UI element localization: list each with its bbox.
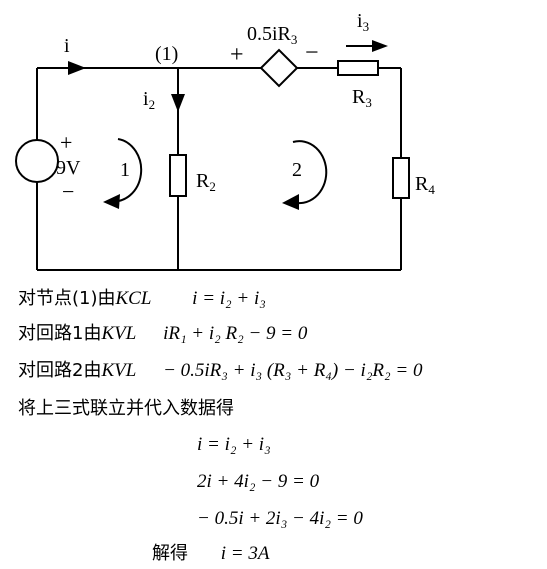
- system-eq-3-text: − 0.5i + 2i₃ − 4i₂ = 0: [197, 508, 363, 529]
- resistor-r3: [337, 60, 379, 76]
- label-node-1: (1): [155, 43, 178, 65]
- eq-line1-formula: i = i₂ + i₃: [192, 288, 266, 309]
- system-eq-1: i = i₂ + i₃: [197, 434, 271, 456]
- eq-line3-formula: − 0.5iR₃ + i₃ (R₃ + R₄) − i₂R₂ = 0: [163, 360, 423, 381]
- resistor-r4: [392, 157, 410, 199]
- label-r3: R3: [352, 86, 372, 110]
- equation-kvl-loop2: 对回路2由KVL − 0.5iR₃ + i₃ (R₃ + R₄) − i₂R₂ …: [18, 360, 422, 382]
- system-eq-2-text: 2i + 4i₂ − 9 = 0: [197, 471, 320, 492]
- dep-source-plus: +: [230, 42, 244, 68]
- solution-prefix: 解得: [152, 543, 188, 564]
- dep-source-label: 0.5iR3: [247, 23, 297, 47]
- eq-line3-law: KVL: [101, 360, 137, 381]
- eq-line1-prefix: 对节点(1)由: [18, 288, 116, 309]
- loop-2-arrow: [282, 140, 328, 210]
- equation-combine-text: 将上三式联立并代入数据得: [18, 398, 234, 420]
- current-i3-arrow: [346, 40, 388, 52]
- eq-line2-formula: iR₁ + i₂ R₂ − 9 = 0: [163, 323, 308, 344]
- source-minus: −: [62, 179, 74, 204]
- eq-line1-law: KCL: [115, 288, 152, 309]
- circuit-diagram: i (1) i2 i3 + − 0.5iR3 R3 R2 R4 + 9V − 1…: [15, 10, 435, 271]
- label-r2: R2: [196, 170, 216, 194]
- system-eq-2: 2i + 4i₂ − 9 = 0: [197, 471, 319, 493]
- eq-line2-law: KVL: [101, 323, 137, 344]
- circuit-wires: [36, 67, 402, 271]
- dep-source-minus: −: [305, 40, 319, 66]
- dependent-voltage-source: [259, 48, 299, 88]
- eq-line3-prefix: 对回路2由: [18, 360, 102, 381]
- loop-1-arrow: [103, 138, 143, 209]
- source-value: 9V: [56, 157, 81, 179]
- eq-line2-prefix: 对回路1由: [18, 323, 102, 344]
- equation-kvl-loop1: 对回路1由KVL iR₁ + i₂ R₂ − 9 = 0: [18, 323, 307, 345]
- label-current-i2: i2: [143, 88, 155, 112]
- solution-formula: i = 3A: [220, 543, 270, 564]
- current-i2-arrow: [171, 94, 185, 112]
- label-r4: R4: [415, 173, 435, 197]
- system-eq-3: − 0.5i + 2i₃ − 4i₂ = 0: [197, 508, 363, 530]
- equation-kcl-node1: 对节点(1)由KCL i = i₂ + i₃: [18, 288, 266, 310]
- system-eq-1-text: i = i₂ + i₃: [197, 434, 271, 455]
- current-i-arrow: [68, 61, 86, 75]
- label-current-i3: i3: [357, 10, 369, 34]
- label-current-i: i: [64, 35, 70, 57]
- loop-2-label: 2: [292, 159, 302, 181]
- resistor-r2: [169, 154, 187, 197]
- eq-line4-text: 将上三式联立并代入数据得: [18, 398, 234, 419]
- solution-line: 解得 i = 3A: [152, 543, 269, 565]
- voltage-source: [15, 139, 59, 183]
- source-plus: +: [60, 130, 72, 155]
- loop-1-label: 1: [120, 159, 130, 181]
